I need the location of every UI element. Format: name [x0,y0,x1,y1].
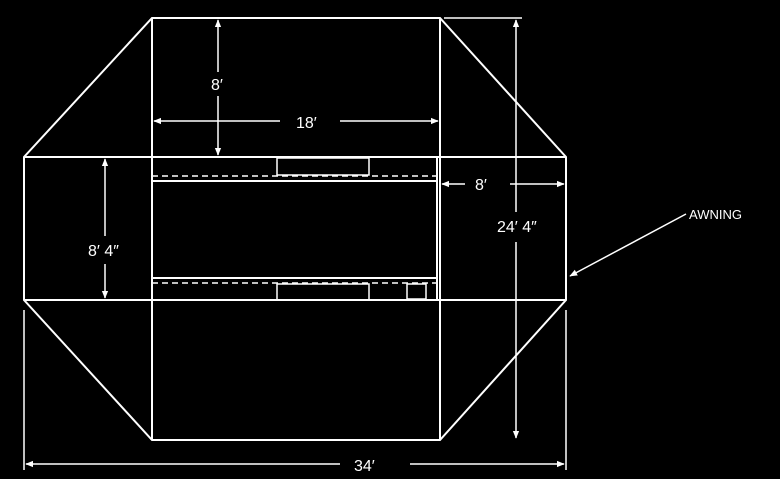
top-slide-out [276,157,370,176]
dim-label-trailer-width: 8′ 4″ [88,243,119,260]
dim-label-awning-top: 8′ [211,77,223,94]
dim-label-overall-depth: 24′ 4″ [497,219,537,236]
bottom-slide-out [276,283,370,301]
dim-label-awning-side: 8′ [475,177,487,194]
awning-callout-label: AWNING [689,207,742,222]
dim-label-trailer-length: 18′ [296,115,317,132]
dim-label-overall-width: 34′ [354,458,375,475]
awning-leader-line [569,213,687,277]
bottom-door-box [406,283,427,300]
